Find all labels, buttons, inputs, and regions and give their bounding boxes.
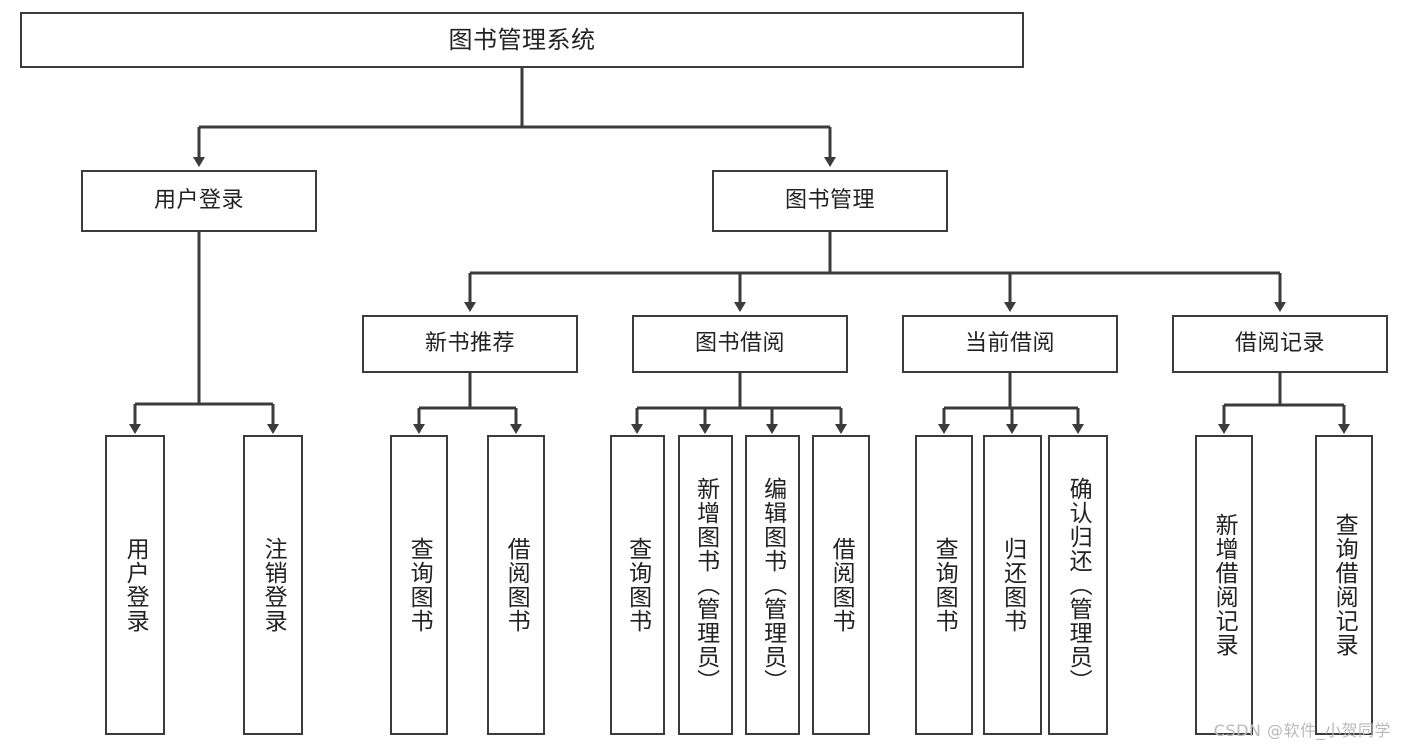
node-leaf-return-book[interactable]: 归还图书: [983, 435, 1042, 735]
node-leaf-add-book-label: 新增图书（管理员）: [692, 477, 719, 693]
watermark-text: CSDN @软件_小贺同学: [1213, 721, 1391, 740]
node-leaf-user-login-label: 用户登录: [122, 537, 149, 633]
node-leaf-confirm-return[interactable]: 确认归还（管理员）: [1048, 435, 1108, 735]
node-leaf-add-record[interactable]: 新增借阅记录: [1195, 435, 1253, 735]
node-root-label: 图书管理系统: [448, 25, 596, 54]
node-leaf-add-record-label: 新增借阅记录: [1211, 513, 1238, 657]
node-user-login-label: 用户登录: [153, 188, 244, 214]
node-leaf-query-book-1-label: 查询图书: [406, 537, 433, 633]
node-leaf-edit-book[interactable]: 编辑图书（管理员）: [745, 435, 800, 735]
node-leaf-confirm-return-label: 确认归还（管理员）: [1065, 477, 1092, 693]
node-leaf-edit-book-label: 编辑图书（管理员）: [759, 477, 786, 693]
node-book-borrow[interactable]: 图书借阅: [632, 315, 848, 373]
node-borrow-record[interactable]: 借阅记录: [1172, 315, 1388, 373]
node-leaf-query-record-label: 查询借阅记录: [1331, 513, 1358, 657]
node-leaf-query-book-3-label: 查询图书: [931, 537, 958, 633]
node-new-book-rec-label: 新书推荐: [424, 331, 515, 357]
node-user-login[interactable]: 用户登录: [81, 170, 317, 232]
node-leaf-query-book-1[interactable]: 查询图书: [390, 435, 448, 735]
node-leaf-query-record[interactable]: 查询借阅记录: [1315, 435, 1373, 735]
node-borrow-record-label: 借阅记录: [1234, 331, 1325, 357]
node-leaf-return-book-label: 归还图书: [999, 537, 1026, 633]
node-leaf-borrow-book-2[interactable]: 借阅图书: [812, 435, 870, 735]
node-leaf-borrow-book-2-label: 借阅图书: [828, 537, 855, 633]
node-leaf-user-logout[interactable]: 注销登录: [243, 435, 303, 735]
node-leaf-query-book-2[interactable]: 查询图书: [610, 435, 665, 735]
node-book-manage-label: 图书管理: [784, 188, 875, 214]
node-leaf-query-book-3[interactable]: 查询图书: [915, 435, 973, 735]
node-root[interactable]: 图书管理系统: [20, 12, 1024, 68]
node-book-borrow-label: 图书借阅: [694, 331, 785, 357]
node-current-borrow-label: 当前借阅: [964, 331, 1055, 357]
node-book-manage[interactable]: 图书管理: [712, 170, 948, 232]
node-current-borrow[interactable]: 当前借阅: [902, 315, 1118, 373]
node-leaf-borrow-book-1-label: 借阅图书: [503, 537, 530, 633]
node-leaf-user-login[interactable]: 用户登录: [105, 435, 165, 735]
node-leaf-borrow-book-1[interactable]: 借阅图书: [487, 435, 545, 735]
node-leaf-add-book[interactable]: 新增图书（管理员）: [678, 435, 733, 735]
node-new-book-rec[interactable]: 新书推荐: [362, 315, 578, 373]
node-leaf-query-book-2-label: 查询图书: [624, 537, 651, 633]
node-leaf-user-logout-label: 注销登录: [260, 537, 287, 633]
